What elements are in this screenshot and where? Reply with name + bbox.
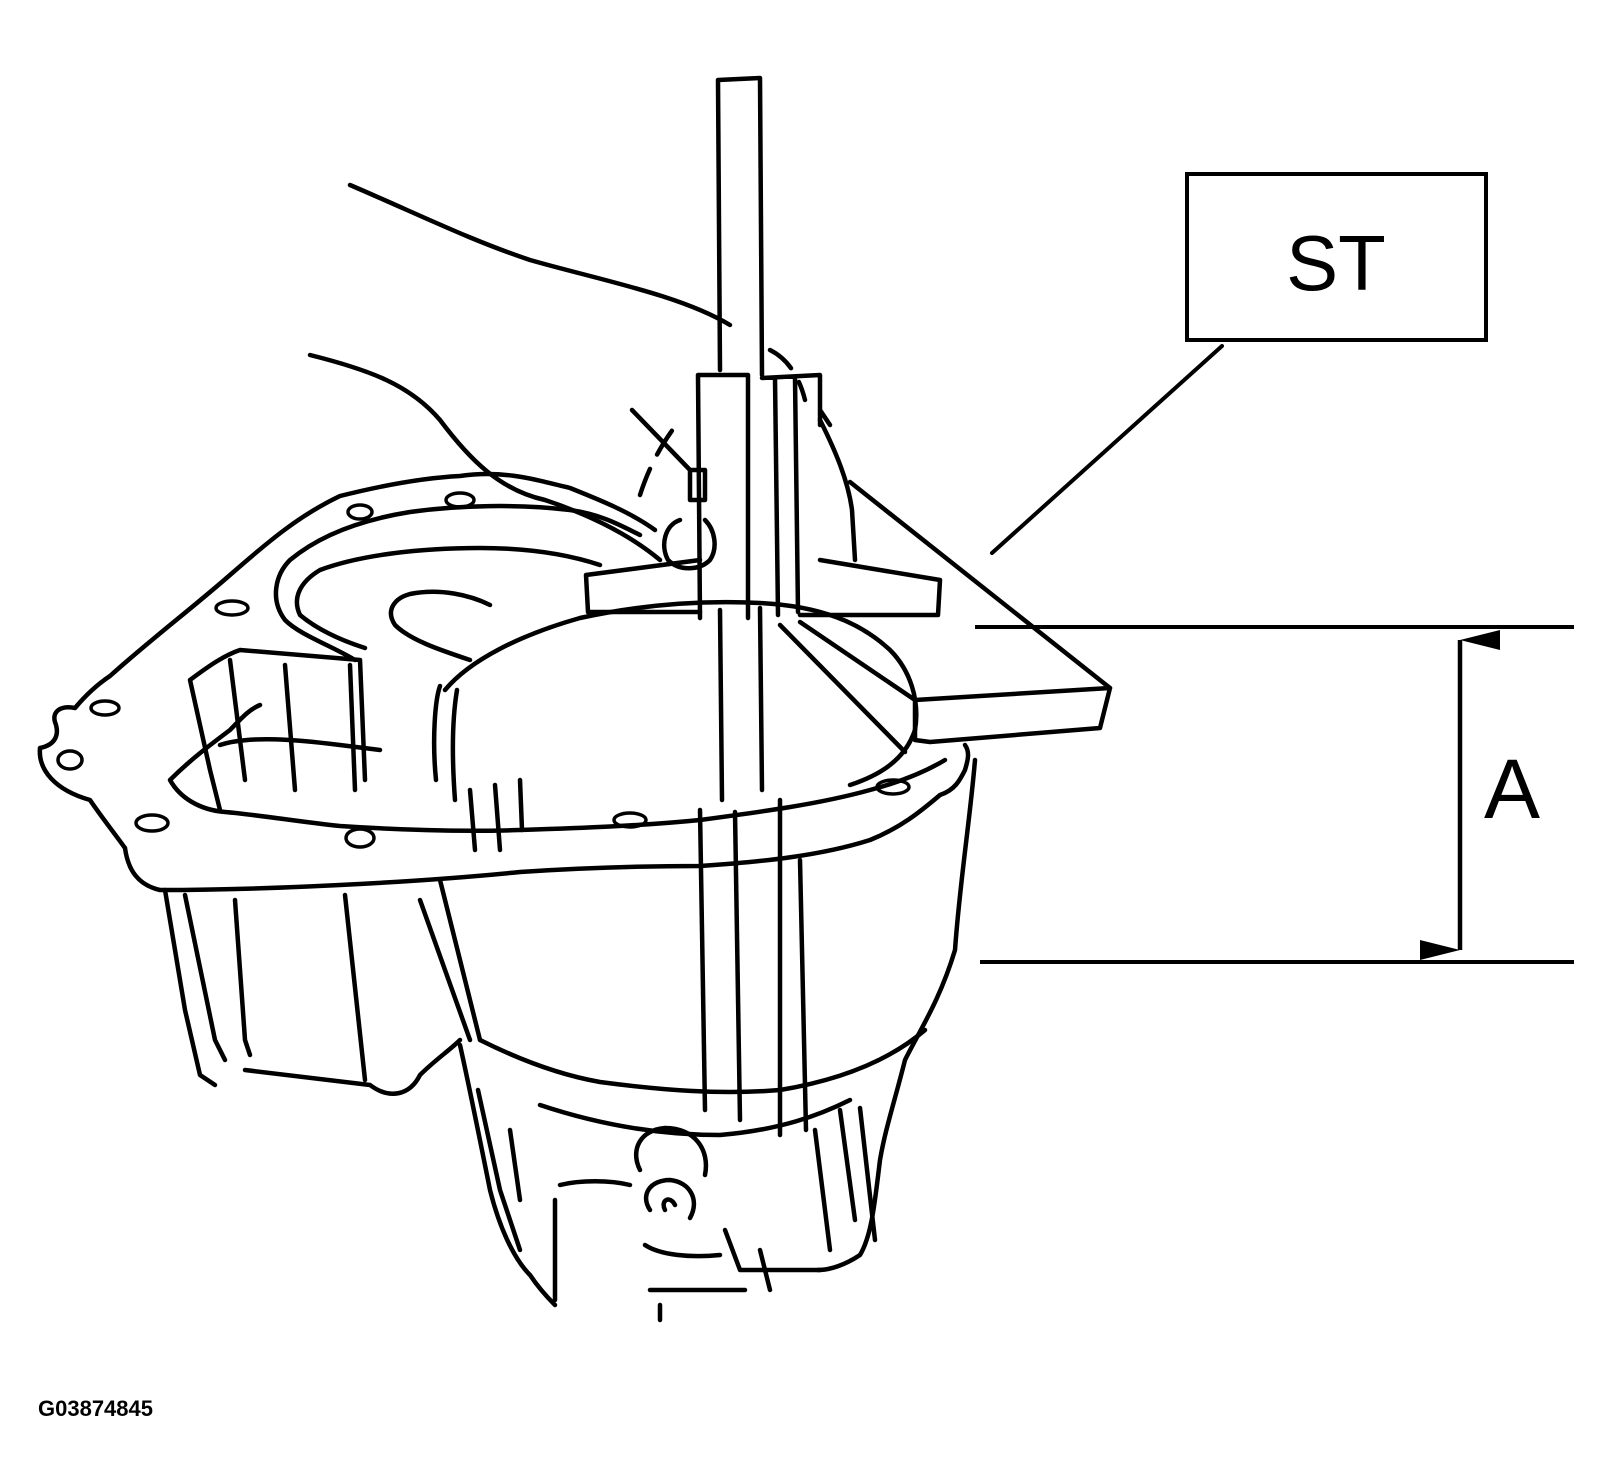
tool-label: ST [1286,219,1386,307]
tool-eyelet [629,407,717,571]
housing-ribs-center [467,777,809,1138]
housing-flange-outline [37,471,971,893]
housing-bell-outer [815,757,978,1273]
dimension-label: A [1484,742,1540,836]
tool-leader-line [990,344,1224,555]
housing-bell-band [477,1027,928,1138]
figure-id: G03874845 [38,1396,153,1421]
housing-drawing [37,471,978,1323]
housing-right-ribs [757,1105,878,1293]
housing-flange-inner [167,702,948,834]
housing-c-boss [388,589,493,663]
bolt-holes [56,491,911,849]
housing-bell-left [417,877,558,1308]
tool-shaft [715,75,765,803]
housing-lower-body [162,887,463,1096]
tool-label-box [1185,172,1488,342]
housing-bore-inner [294,545,603,651]
tool-handle-line-2 [307,352,663,563]
tool-collar [695,372,833,621]
special-tool-drawing [307,75,1113,803]
tool-guide-dashed [637,347,808,498]
tool-handle-line-1 [347,182,733,328]
tool-support-arm [777,417,1113,755]
housing-output-boss [552,1125,823,1323]
tool-bar [583,557,1113,745]
housing-left-pocket [187,647,383,813]
housing-cylinder-rim-inner [431,683,460,803]
